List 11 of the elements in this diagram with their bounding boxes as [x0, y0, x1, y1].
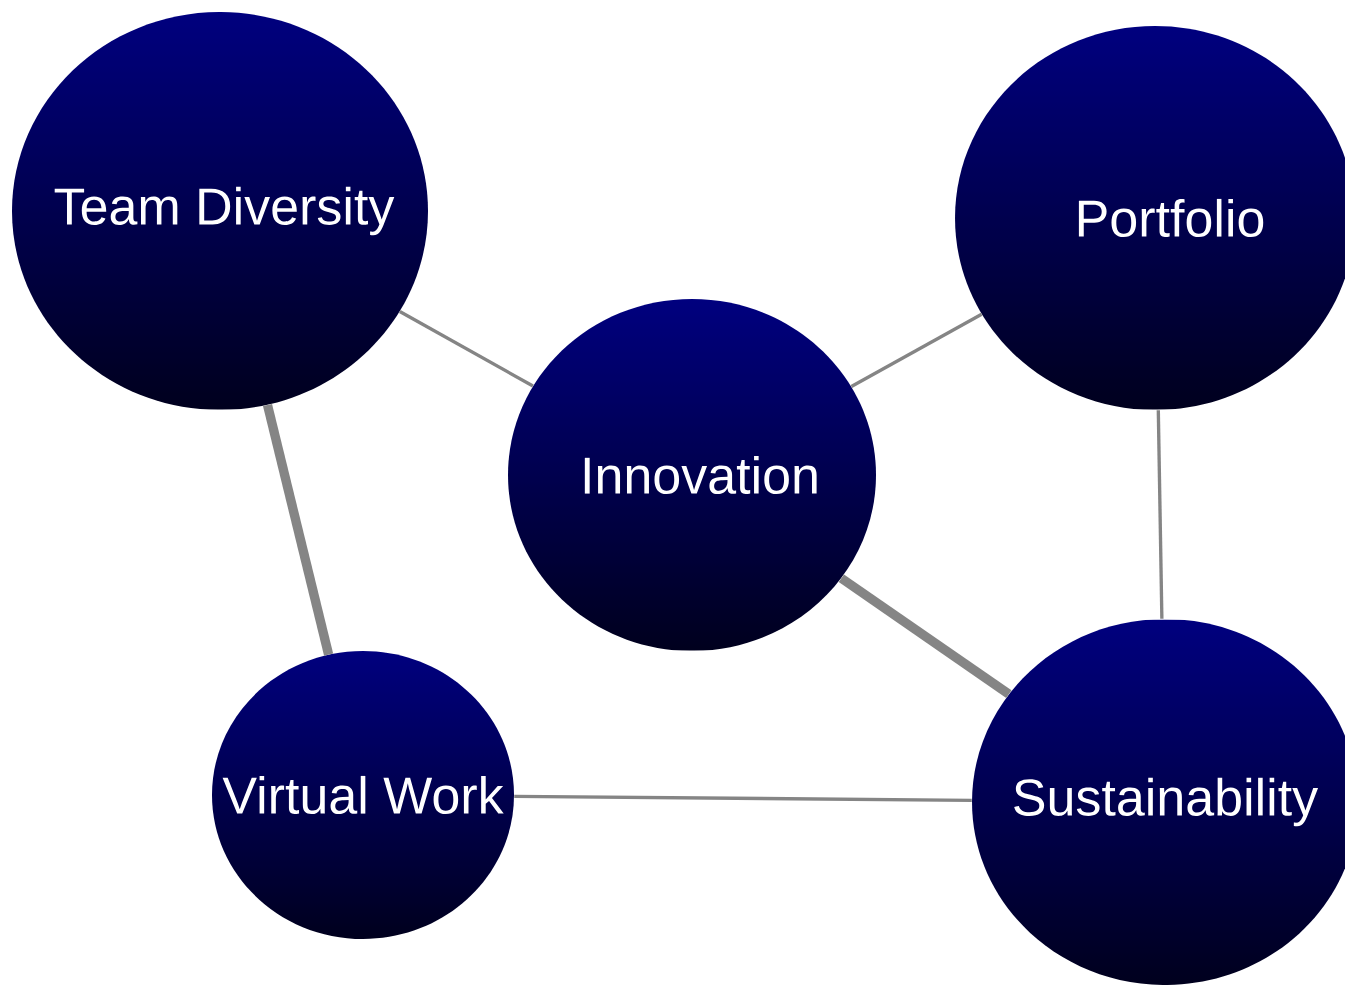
connector-line [850, 312, 983, 388]
connector-line [262, 403, 334, 656]
node-label: Team Diversity [54, 186, 395, 236]
node-label: Portfolio [1078, 198, 1264, 238]
node-label: Virtual Work [222, 775, 504, 815]
node-label: Innovation [584, 455, 817, 495]
connector-line [1156, 410, 1164, 619]
connector-line [399, 310, 534, 388]
connector-line [838, 574, 1012, 698]
connector-line [514, 794, 972, 802]
node-label: Sustainability [1014, 777, 1319, 827]
